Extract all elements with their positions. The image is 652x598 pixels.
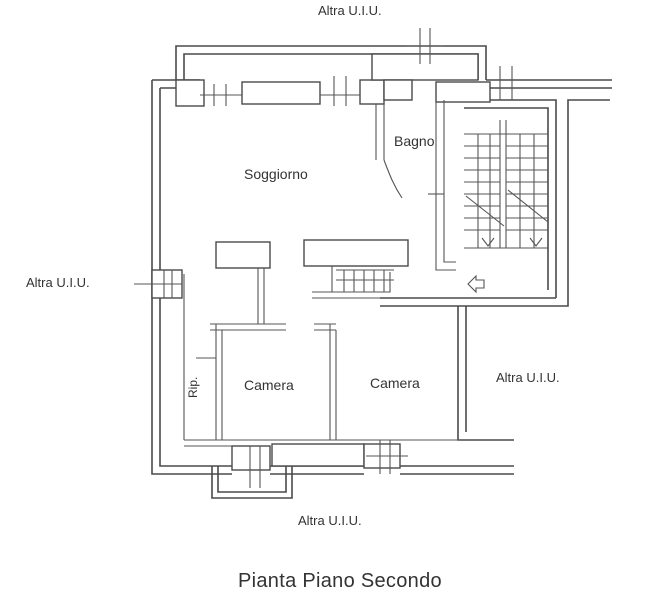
room-label-rip: Rip. [186,376,200,398]
interior-walls [183,100,460,447]
stair-treads [464,134,548,248]
label-top-unit: Altra U.I.U. [318,3,382,18]
balcony [211,466,293,499]
windows [134,28,513,488]
room-label-bagno: Bagno [394,133,435,149]
room-label-soggiorno: Soggiorno [244,166,308,182]
outer-walls [151,45,612,475]
plan-caption: Pianta Piano Secondo [238,570,442,592]
label-left-unit: Altra U.I.U. [26,275,90,290]
label-bottom-unit: Altra U.I.U. [298,513,362,528]
stairwell [464,120,549,249]
label-right-unit: Altra U.I.U. [496,370,560,385]
entrance-arrow-icon [467,274,485,294]
room-label-camera-left: Camera [244,377,294,393]
room-label-camera-right: Camera [370,375,420,391]
